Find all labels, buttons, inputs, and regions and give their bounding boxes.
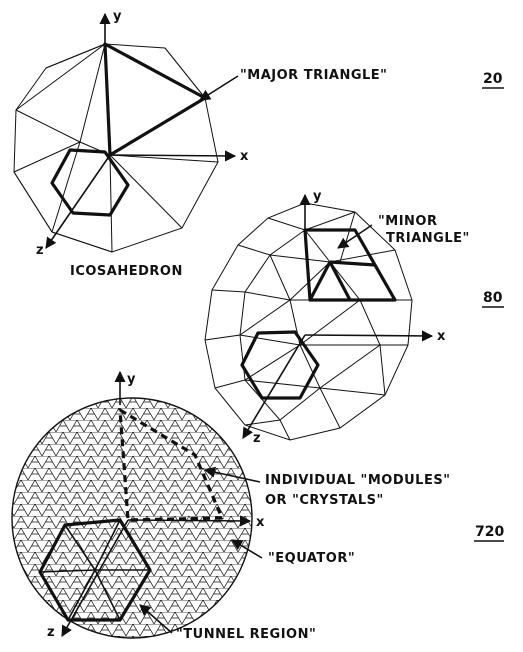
g80-x-axis: [304, 330, 434, 342]
g720-z-label: z: [47, 625, 55, 640]
minor-triangle-label-1: "MINOR: [378, 214, 438, 229]
geodesic-80-edges: [204, 203, 412, 441]
geodesic-80-hexagon: [240, 330, 320, 400]
minor-triangle-outline: [303, 228, 397, 302]
geodesic-80-outline: [204, 202, 413, 441]
sphere-720-outline: [11, 397, 253, 639]
count-20: 20: [483, 71, 503, 87]
minor-triangle-leader: [337, 224, 373, 249]
g720-y-label: y: [127, 372, 136, 387]
modules-label-2: OR "CRYSTALS": [265, 493, 384, 508]
icosahedron-figure: y x z: [13, 9, 249, 258]
modules-label-1: INDIVIDUAL "MODULES": [265, 473, 450, 488]
g80-x-label: x: [437, 329, 446, 344]
g720-x-axis: [127, 515, 252, 527]
g720-x-label: x: [256, 515, 265, 530]
equator-label: "EQUATOR": [268, 551, 355, 566]
sphere-720-bold-triangle: [118, 408, 224, 522]
g720-z-axis: [61, 519, 129, 637]
major-triangle-leader: [199, 75, 239, 101]
equator-leader: [231, 539, 263, 559]
major-triangle-label: "MAJOR TRIANGLE": [240, 68, 387, 83]
g80-z-label: z: [253, 431, 261, 446]
ico-y-label: y: [113, 9, 122, 24]
icosahedron-hexagon: [50, 148, 130, 217]
count-80: 80: [483, 290, 503, 306]
ico-x-label: x: [240, 149, 249, 164]
minor-triangle-label-2: TRIANGLE": [386, 231, 470, 246]
geodesic-720-figure: y x z: [11, 370, 265, 640]
g80-y-label: y: [313, 189, 322, 204]
tunnel-region-leader: [139, 604, 173, 634]
tunnel-region-label: "TUNNEL REGION": [176, 627, 316, 642]
ico-z-label: z: [36, 243, 44, 258]
geodesic-80-figure: y x z: [204, 189, 446, 446]
major-triangle-outline: [103, 42, 207, 157]
ico-z-axis: [45, 154, 111, 249]
icosahedron-label: ICOSAHEDRON: [70, 264, 183, 279]
tunnel-region-spokes: [39, 519, 150, 621]
g80-z-axis: [242, 334, 306, 439]
ico-x-axis: [109, 150, 237, 162]
count-720: 720: [475, 524, 504, 540]
icosahedron-edges: [13, 43, 219, 253]
modules-leader: [203, 466, 261, 483]
